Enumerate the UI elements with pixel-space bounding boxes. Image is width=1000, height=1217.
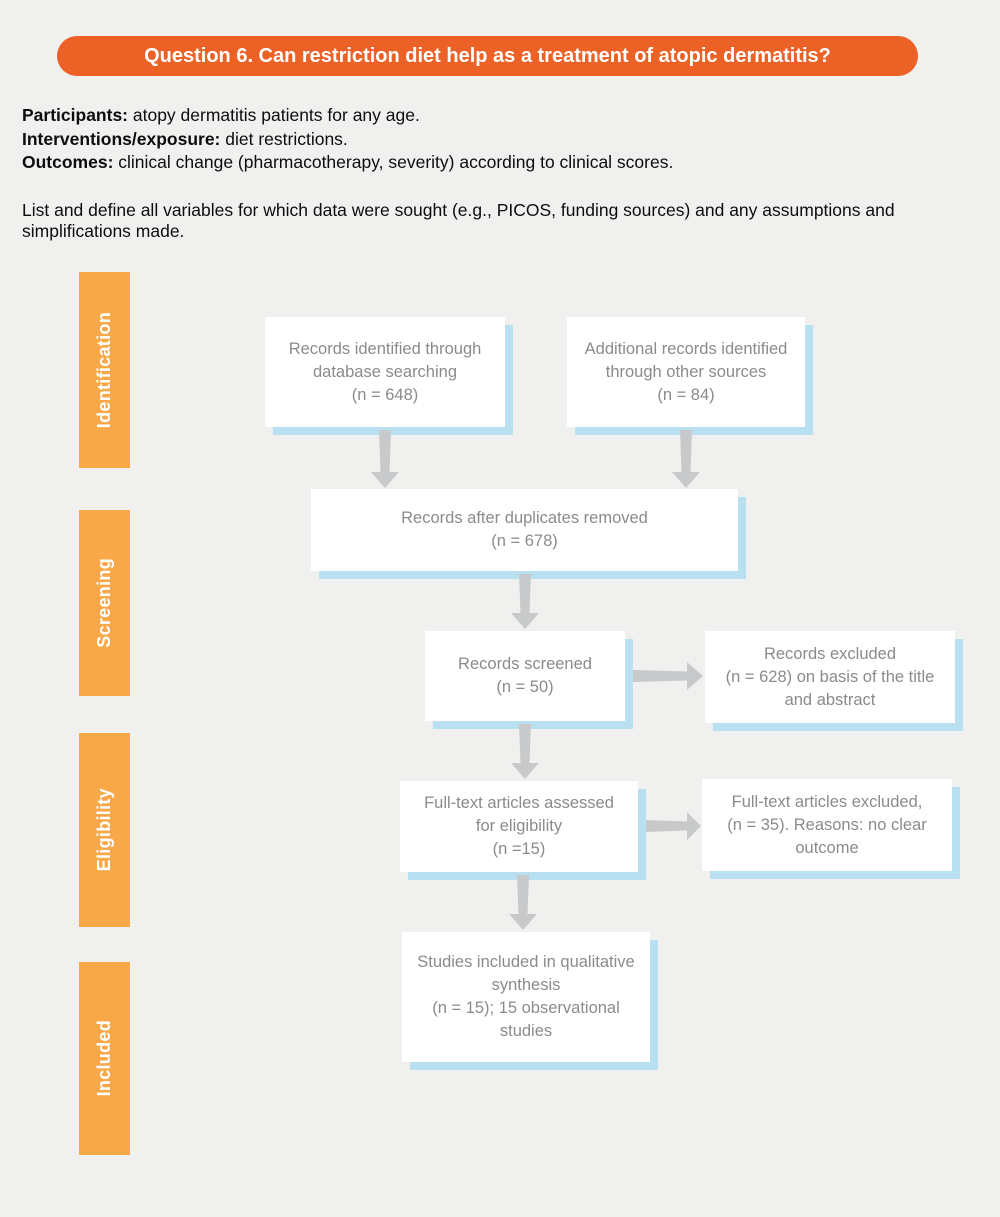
- participants-label: Participants:: [22, 105, 128, 125]
- stage-bar-included: Included: [79, 962, 130, 1155]
- box-additional-records-text: Additional records identified through ot…: [584, 339, 788, 404]
- box-duplicates-removed: Records after duplicates removed (n = 67…: [311, 489, 738, 571]
- box-records-excluded-text: Records excluded (n = 628) on basis of t…: [725, 644, 935, 709]
- picos-block: Participants: atopy dermatitis patients …: [22, 104, 673, 175]
- outcomes-line: Outcomes: clinical change (pharmacothera…: [22, 151, 673, 175]
- arrow-right-icon: [646, 812, 701, 840]
- question-title: Question 6. Can restriction diet help as…: [144, 44, 831, 67]
- box-records-screened: Records screened (n = 50): [425, 631, 625, 721]
- box-records-screened-text: Records screened (n = 50): [458, 655, 592, 696]
- outcomes-label: Outcomes:: [22, 152, 114, 172]
- arrow-down-icon: [672, 430, 700, 488]
- box-fulltext-assessed: Full-text articles assessed for eligibil…: [400, 781, 638, 872]
- stage-bar-screening: Screening: [79, 510, 130, 696]
- participants-line: Participants: atopy dermatitis patients …: [22, 104, 673, 128]
- box-fulltext-assessed-text: Full-text articles assessed for eligibil…: [424, 794, 614, 858]
- arrow-down-icon: [511, 574, 539, 629]
- box-fulltext-excluded-text: Full-text articles excluded, (n = 35). R…: [727, 792, 927, 857]
- stage-bar-eligibility: Eligibility: [79, 733, 130, 927]
- box-records-identified-text: Records identified through database sear…: [288, 339, 482, 404]
- interventions-text: diet restrictions.: [220, 128, 348, 149]
- outcomes-text: clinical change (pharmacotherapy, severi…: [113, 152, 674, 172]
- interventions-line: Interventions/exposure: diet restriction…: [22, 128, 673, 152]
- stage-bar-identification: Identification: [79, 272, 130, 468]
- arrow-right-icon: [633, 662, 703, 690]
- arrow-down-icon: [371, 430, 399, 488]
- interventions-label: Interventions/exposure:: [22, 128, 221, 149]
- variables-note: List and define all variables for which …: [22, 200, 895, 241]
- stage-label-eligibility: Eligibility: [94, 788, 114, 872]
- box-duplicates-removed-text: Records after duplicates removed (n = 67…: [401, 509, 648, 550]
- box-studies-included-text: Studies included in qualitative synthesi…: [417, 953, 635, 1040]
- stage-label-included: Included: [94, 1020, 114, 1097]
- arrow-down-icon: [509, 875, 537, 930]
- box-records-identified: Records identified through database sear…: [265, 317, 505, 427]
- box-studies-included: Studies included in qualitative synthesi…: [402, 932, 650, 1062]
- participants-text: atopy dermatitis patients for any age.: [128, 105, 420, 125]
- question-banner: Question 6. Can restriction diet help as…: [57, 36, 918, 76]
- arrow-down-icon: [511, 724, 539, 779]
- box-fulltext-excluded: Full-text articles excluded, (n = 35). R…: [702, 779, 952, 871]
- stage-label-identification: Identification: [94, 311, 114, 429]
- box-additional-records: Additional records identified through ot…: [567, 317, 805, 427]
- stage-label-screening: Screening: [94, 558, 114, 648]
- box-records-excluded: Records excluded (n = 628) on basis of t…: [705, 631, 955, 723]
